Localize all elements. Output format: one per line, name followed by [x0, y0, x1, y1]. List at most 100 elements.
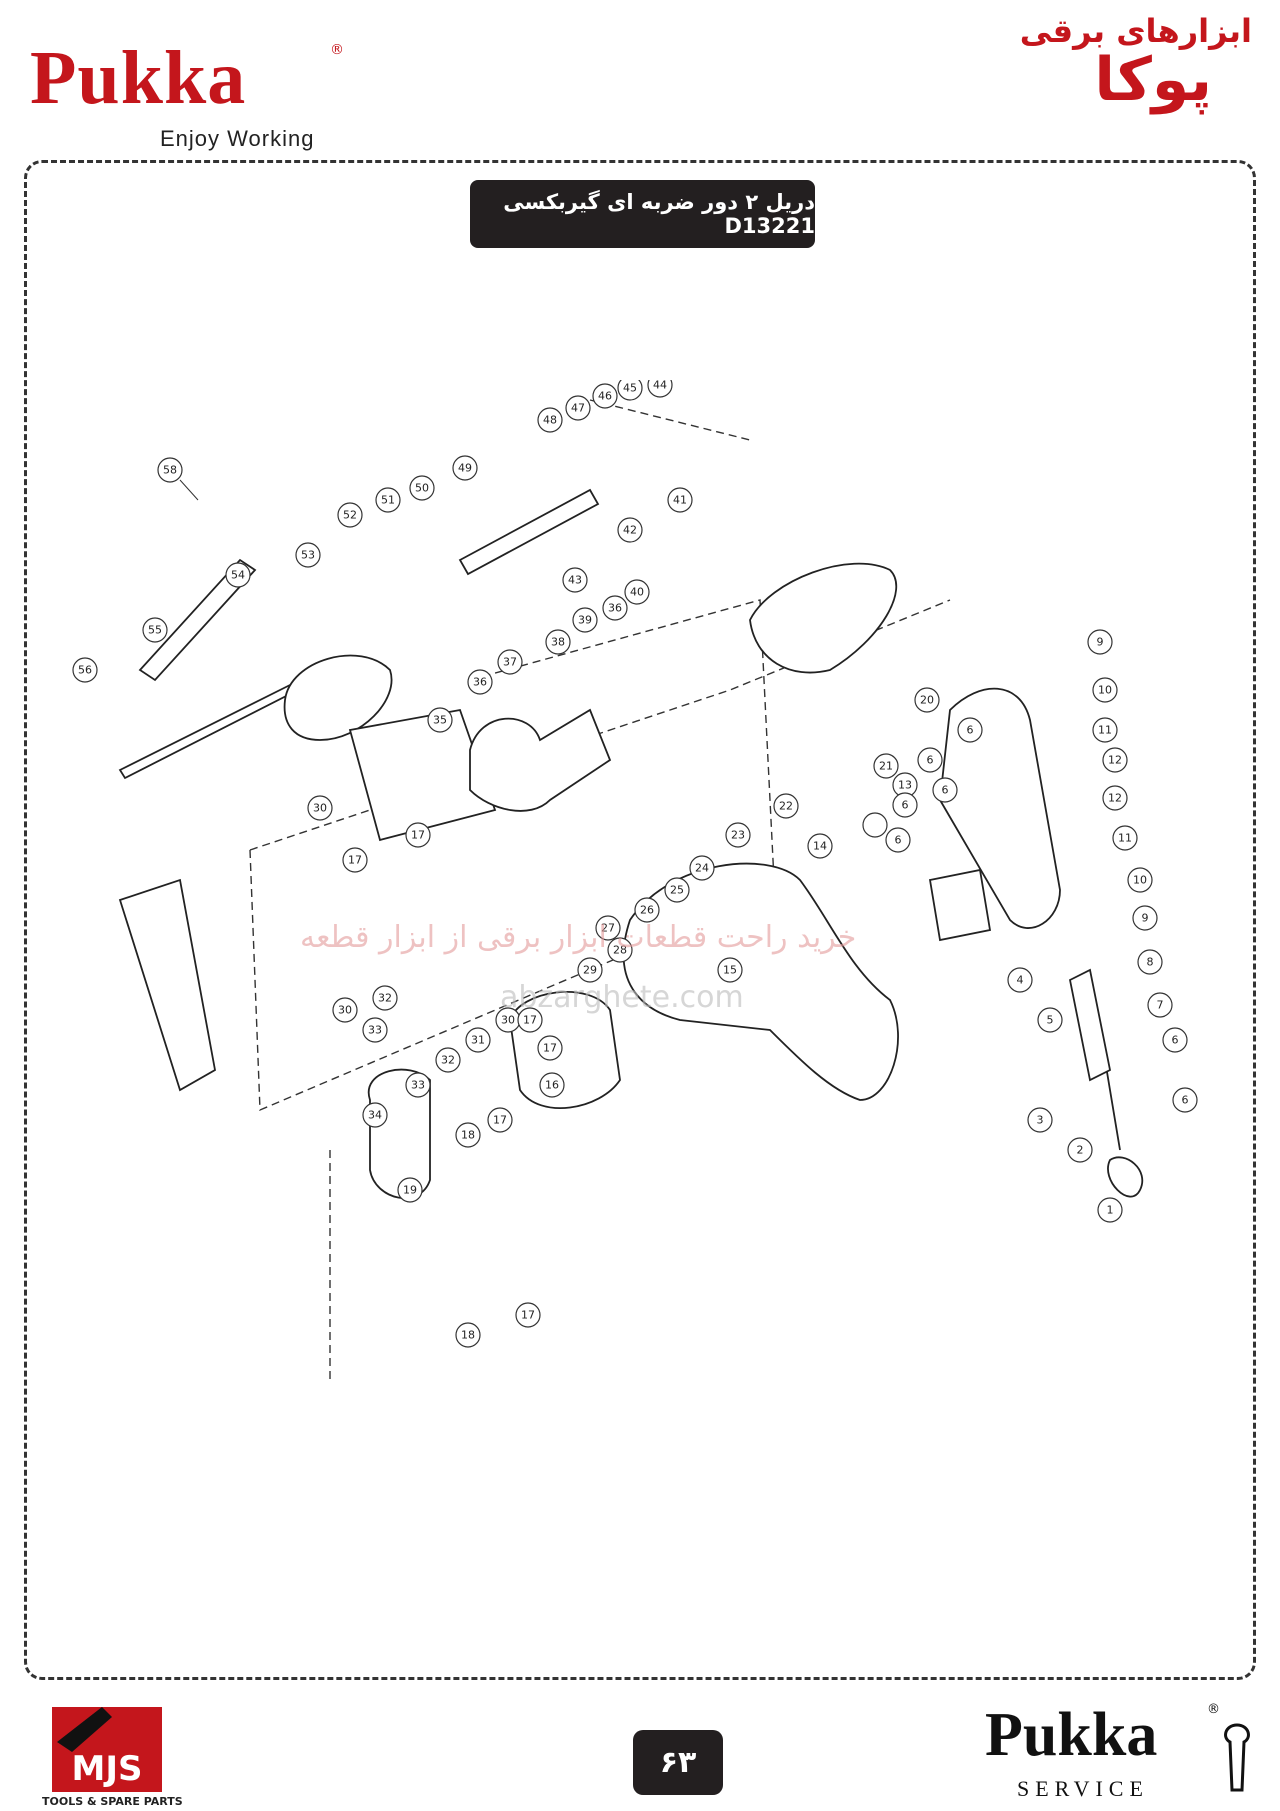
- housing-half: [939, 687, 1061, 929]
- content-frame: [24, 160, 1256, 1680]
- svg-text:40: 40: [630, 586, 644, 599]
- callout-6b: 6: [917, 747, 943, 773]
- callout-42: 42: [617, 517, 643, 543]
- svg-text:19: 19: [403, 1184, 417, 1197]
- callout-12: 12: [1102, 747, 1128, 773]
- callout-26: 26: [634, 897, 660, 923]
- svg-text:11: 11: [1118, 832, 1132, 845]
- svg-text:18: 18: [461, 1129, 475, 1142]
- wrench-icon: [1224, 1723, 1250, 1792]
- callout-9: 9: [1087, 629, 1113, 655]
- callout-35: 35: [427, 707, 453, 733]
- svg-text:50: 50: [415, 482, 429, 495]
- svg-text:10: 10: [1098, 684, 1112, 697]
- svg-text:17: 17: [521, 1309, 535, 1322]
- svg-text:39: 39: [578, 614, 592, 627]
- callout-17e: 17: [515, 1302, 541, 1328]
- watermark-url: abzarghete.com: [500, 980, 744, 1015]
- callout-10: 10: [1092, 677, 1118, 703]
- callout-11b: 11: [1112, 825, 1138, 851]
- svg-text:11: 11: [1098, 724, 1112, 737]
- callout-58: [862, 812, 888, 838]
- svg-text:38: 38: [551, 636, 565, 649]
- callout-57: 58: [157, 457, 199, 501]
- callout-53: 53: [295, 542, 321, 568]
- side-handle: [118, 878, 217, 1092]
- svg-text:51: 51: [381, 494, 395, 507]
- callout-17f: 17: [537, 1035, 563, 1061]
- page-header: Pukka ® Enjoy Working ابزارهای برقی پوکا: [0, 0, 1280, 151]
- assembly-guide-lines: [249, 399, 951, 1380]
- callout-10b: 10: [1127, 867, 1153, 893]
- svg-text:15: 15: [723, 964, 737, 977]
- svg-text:53: 53: [301, 549, 315, 562]
- callout-47: 47: [565, 395, 591, 421]
- callout-6c: 6: [932, 777, 958, 803]
- callout-32: 32: [435, 1047, 461, 1073]
- svg-text:6: 6: [1172, 1034, 1179, 1047]
- callout-9b: 9: [1132, 905, 1158, 931]
- watermark-persian: خرید راحت قطعات ابزار برقی از ابزار قطعه: [300, 920, 857, 955]
- exploded-view-diagram: 58 56 55 54 53 52 51 50 49 48 47 46 45 4…: [72, 380, 1198, 1380]
- svg-text:48: 48: [543, 414, 557, 427]
- svg-text:29: 29: [583, 964, 597, 977]
- callout-23: 23: [725, 822, 751, 848]
- callout-30b: 30: [332, 997, 358, 1023]
- svg-text:3: 3: [1037, 1114, 1044, 1127]
- svg-text:30: 30: [501, 1014, 515, 1027]
- logo-word: Pukka: [30, 36, 247, 120]
- part-callouts: 58 56 55 54 53 52 51 50 49 48 47 46 45 4…: [72, 380, 1198, 1348]
- svg-text:6: 6: [942, 784, 949, 797]
- svg-text:45: 45: [623, 382, 637, 395]
- callout-19: 19: [397, 1177, 423, 1203]
- svg-text:49: 49: [458, 462, 472, 475]
- brand-persian-line2: پوکا: [1094, 45, 1212, 116]
- svg-text:6: 6: [895, 834, 902, 847]
- gear-housing: [348, 708, 497, 842]
- callout-6g: 6: [885, 827, 911, 853]
- svg-text:6: 6: [1182, 1094, 1189, 1107]
- mjs-gear-icon: [57, 1707, 112, 1752]
- svg-text:32: 32: [441, 1054, 455, 1067]
- callout-12b: 12: [1102, 785, 1128, 811]
- svg-text:24: 24: [695, 862, 709, 875]
- callout-43: 43: [562, 567, 588, 593]
- service-subtitle: SERVICE: [1017, 1776, 1149, 1801]
- svg-text:17: 17: [493, 1114, 507, 1127]
- spindle: [458, 488, 600, 576]
- svg-text:25: 25: [670, 884, 684, 897]
- callout-13: 13: [892, 772, 918, 798]
- page-title: دریل ۲ دور ضربه ای گیربکسی D13221: [470, 180, 815, 248]
- svg-text:2: 2: [1077, 1144, 1084, 1157]
- svg-text:32: 32: [378, 992, 392, 1005]
- svg-text:10: 10: [1133, 874, 1147, 887]
- svg-text:17: 17: [411, 829, 425, 842]
- callout-2: 2: [1067, 1137, 1093, 1163]
- callout-25: 25: [664, 877, 690, 903]
- svg-text:4: 4: [1017, 974, 1024, 987]
- motor-cover: [367, 1068, 431, 1199]
- callout-56: 56: [72, 657, 98, 683]
- callout-16: 16: [539, 1072, 565, 1098]
- callout-41: 41: [667, 487, 693, 513]
- svg-text:21: 21: [879, 760, 893, 773]
- callout-17d: 17: [487, 1107, 513, 1133]
- svg-text:56: 56: [78, 664, 92, 677]
- svg-text:36: 36: [608, 602, 622, 615]
- callout-1: 1: [1097, 1197, 1123, 1223]
- pukka-logo: Pukka ® Enjoy Working: [30, 36, 344, 151]
- svg-text:6: 6: [967, 724, 974, 737]
- svg-text:9: 9: [1142, 912, 1149, 925]
- callout-18b: 18: [455, 1322, 481, 1348]
- callout-28: 28: [607, 937, 633, 963]
- callout-33b: 33: [362, 1017, 388, 1043]
- callout-36b: 36: [467, 669, 493, 695]
- callout-5: 5: [1037, 1007, 1063, 1033]
- page-number: ۶۳: [633, 1730, 723, 1795]
- callout-49: 49: [452, 455, 478, 481]
- svg-text:46: 46: [598, 390, 612, 403]
- service-logo-word: Pukka: [985, 1701, 1158, 1769]
- callout-46: 46: [592, 383, 618, 409]
- svg-text:34: 34: [368, 1109, 382, 1122]
- svg-text:1: 1: [1107, 1204, 1114, 1217]
